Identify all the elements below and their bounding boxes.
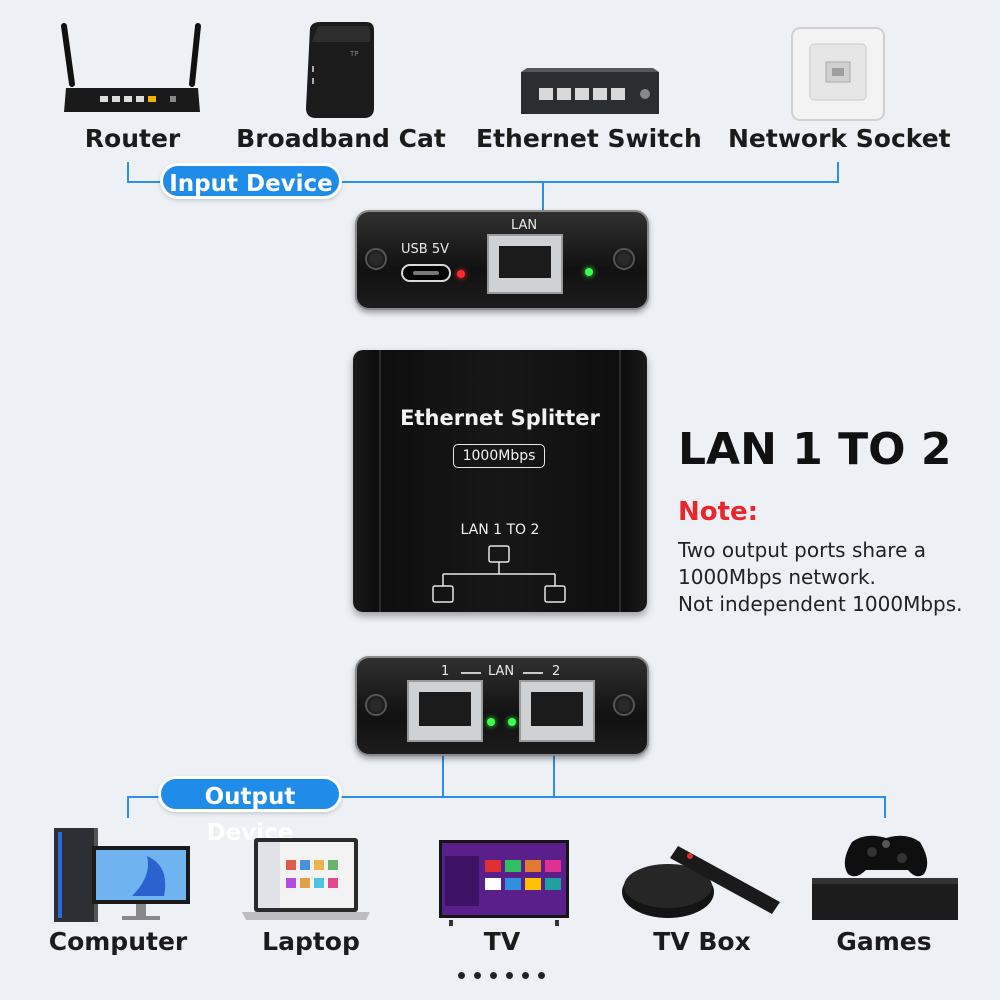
- output-device-pill: Output Device: [158, 776, 342, 846]
- wall-socket-icon: [791, 27, 885, 121]
- heading-lan-1-to-2: LAN 1 TO 2: [678, 424, 952, 475]
- splitter-output-panel: 1 LAN 2: [355, 656, 649, 756]
- input-device-label-broadband: Broadband Cat: [236, 124, 446, 153]
- screw-icon: [365, 694, 387, 716]
- screw-icon: [613, 248, 635, 270]
- router-icon: [61, 23, 201, 112]
- pagination-dot[interactable]: [458, 972, 465, 979]
- output-device-label-tv: TV: [483, 927, 521, 956]
- screw-icon: [365, 248, 387, 270]
- port-2-led-green: [508, 718, 516, 726]
- input-device-label-socket: Network Socket: [728, 124, 951, 153]
- lan-port-2-icon: [519, 680, 595, 742]
- link-led-green: [585, 268, 593, 276]
- usb-label: USB 5V: [401, 242, 449, 257]
- pagination-dot[interactable]: [538, 972, 545, 979]
- lan-port-1-icon: [407, 680, 483, 742]
- lan-label: LAN: [511, 218, 538, 233]
- note-title: Note:: [678, 497, 759, 527]
- screw-icon: [613, 694, 635, 716]
- modem-icon: TP: [306, 22, 374, 118]
- pagination-dot[interactable]: [522, 972, 529, 979]
- lan-input-port-icon: [487, 234, 563, 294]
- pagination-dot[interactable]: [474, 972, 481, 979]
- output-device-label-laptop: Laptop: [262, 927, 360, 956]
- laptop-icon: [242, 838, 370, 920]
- input-device-label-switch: Ethernet Switch: [476, 124, 702, 153]
- output-device-label-games: Games: [836, 927, 932, 956]
- ethernet-switch-icon: [521, 68, 659, 114]
- input-device-pill: Input Device: [160, 163, 342, 199]
- pagination-dot[interactable]: [490, 972, 497, 979]
- splitter-body: Ethernet Splitter 1000Mbps LAN 1 TO 2: [353, 350, 647, 612]
- svg-text:TP: TP: [349, 50, 359, 58]
- note-line-1: Two output ports share a: [678, 538, 927, 562]
- note-line-3: Not independent 1000Mbps.: [678, 592, 963, 616]
- splitter-input-panel: USB 5V LAN: [355, 210, 649, 310]
- input-device-label-router: Router: [84, 124, 181, 153]
- splitter-title: Ethernet Splitter: [400, 406, 600, 430]
- split-diagram-icon: [432, 545, 566, 603]
- power-led-red: [457, 270, 465, 278]
- port-1-led-green: [487, 718, 495, 726]
- port-2-label: 2: [552, 664, 561, 679]
- computer-icon: [54, 828, 190, 922]
- output-lan-label: LAN: [488, 664, 515, 679]
- tv-box-icon: [622, 846, 780, 918]
- tv-icon: [439, 840, 569, 926]
- speed-badge: 1000Mbps: [453, 444, 545, 468]
- game-console-icon: [812, 835, 958, 920]
- port-1-label: 1: [441, 664, 450, 679]
- output-device-label-computer: Computer: [48, 927, 188, 956]
- usb-c-port-icon: [401, 264, 451, 282]
- note-line-2: 1000Mbps network.: [678, 565, 876, 589]
- output-device-label-tv-box: TV Box: [653, 927, 751, 956]
- pagination-dot[interactable]: [506, 972, 513, 979]
- splitter-mode: LAN 1 TO 2: [460, 522, 540, 538]
